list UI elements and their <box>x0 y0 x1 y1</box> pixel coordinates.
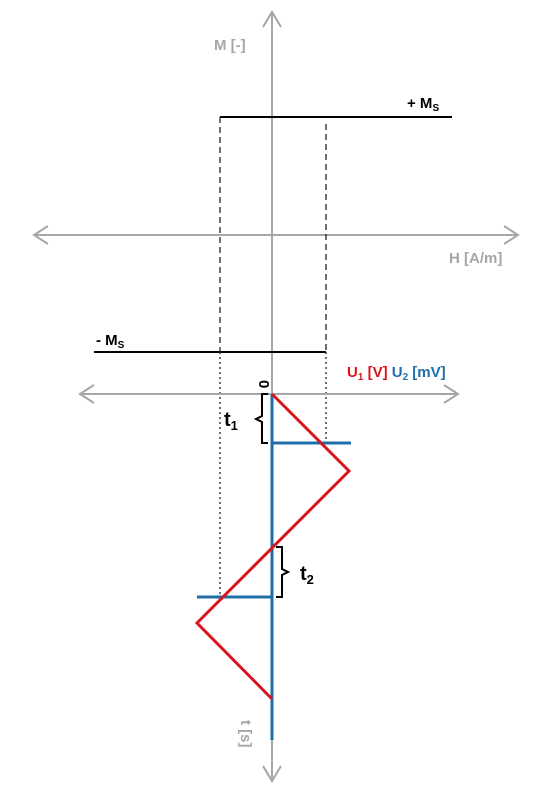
h-axis-label: H [A/m] <box>449 250 502 267</box>
t-axis-label: t [s] <box>237 720 254 748</box>
m-axis-label: M [-] <box>214 37 246 54</box>
minus-ms-label: - MS <box>96 332 125 351</box>
u2-signal <box>197 394 351 740</box>
u1-signal <box>194 392 352 701</box>
t1-bracket <box>253 393 268 444</box>
h-axis-lower <box>78 384 460 404</box>
m-axis <box>262 10 282 395</box>
t2-label: t2 <box>300 563 314 587</box>
u-axis-label: U1 [V] U2 [mV] <box>347 364 446 383</box>
t1-label: t1 <box>224 409 238 433</box>
plus-ms-label: + MS <box>407 95 439 114</box>
switching-dashed-lines <box>219 117 327 352</box>
t2-bracket <box>276 546 291 598</box>
origin-zero-label: 0 <box>255 380 272 388</box>
h-axis-upper <box>32 225 520 245</box>
projection-dotted-lines <box>219 352 327 597</box>
